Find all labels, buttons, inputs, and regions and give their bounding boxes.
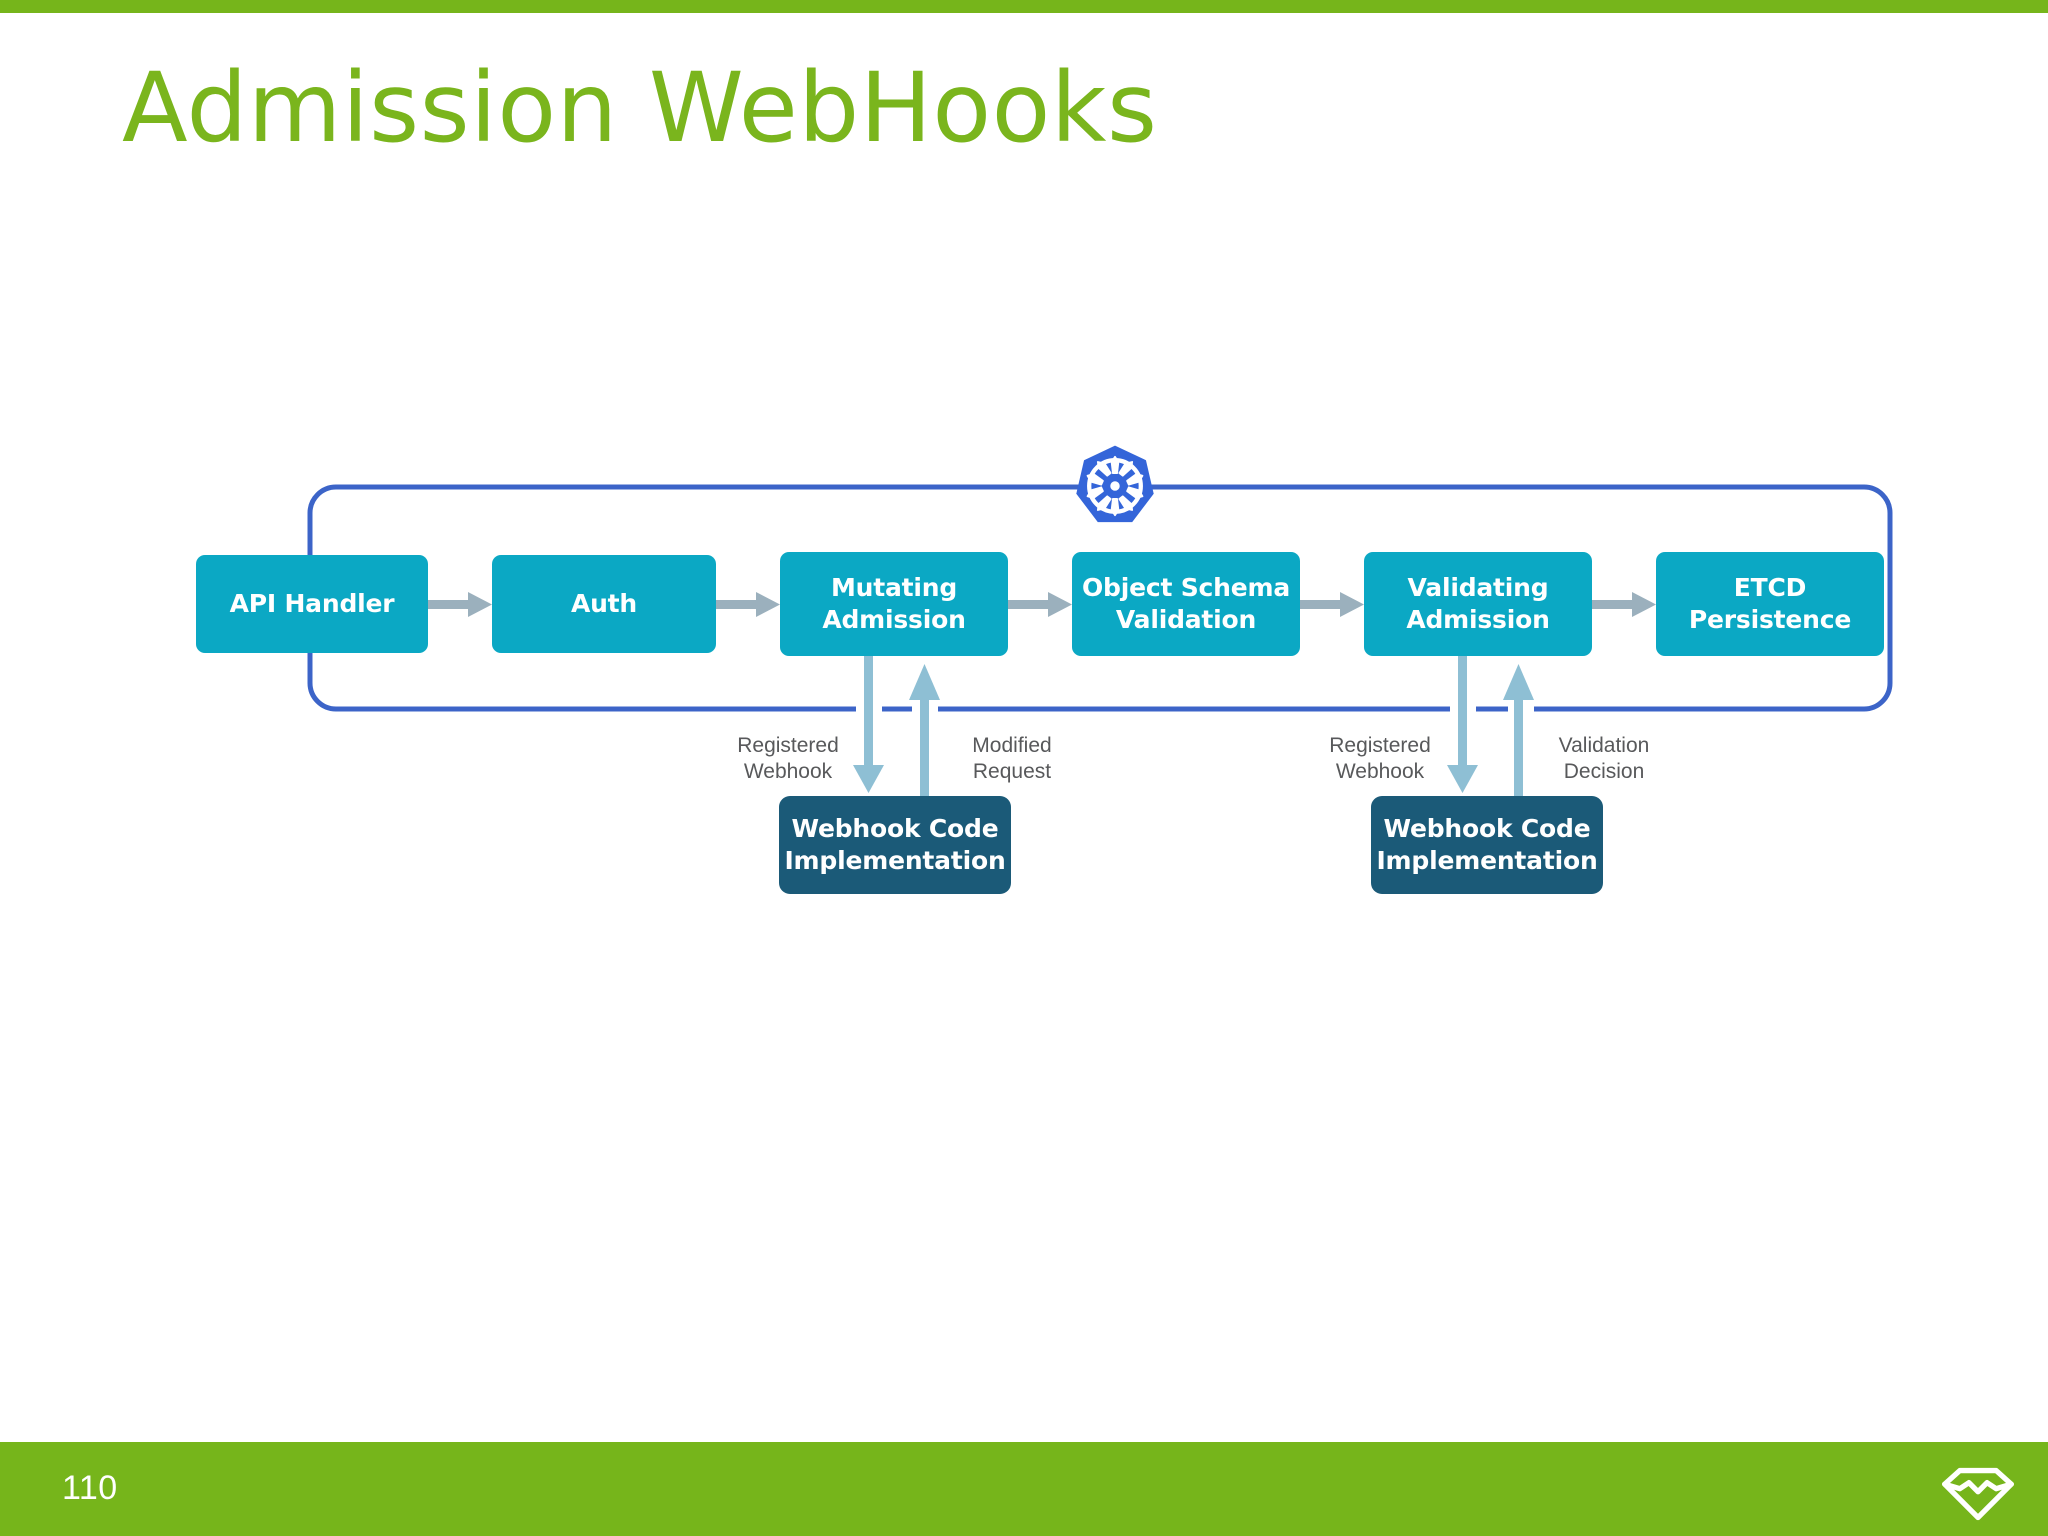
kubernetes-helm-icon bbox=[1076, 445, 1154, 523]
loop-gap-mask-2 bbox=[912, 700, 938, 720]
bottom-accent-bar bbox=[0, 1442, 2048, 1536]
process-box-object-schema-validation[interactable]: Object Schema Validation bbox=[1072, 552, 1300, 656]
annotation-registered-webhook-validating: Registered Webhook bbox=[1329, 734, 1431, 783]
process-box-label: API Handler bbox=[229, 589, 395, 618]
loop-gap-mask-4 bbox=[1508, 700, 1534, 720]
process-box-label: ETCD Persistence bbox=[1688, 573, 1852, 634]
annotation-registered-webhook-mutating: Registered Webhook bbox=[737, 734, 839, 783]
process-box-etcd-persistence[interactable]: ETCD Persistence bbox=[1656, 552, 1884, 656]
annotation-modified-request: Modified Request bbox=[972, 734, 1052, 783]
process-box-validating-admission[interactable]: Validating Admission bbox=[1364, 552, 1592, 656]
top-accent-bar bbox=[0, 0, 2048, 13]
page-title: Admission WebHooks bbox=[122, 52, 1158, 164]
validating-webhook-arrows bbox=[1447, 653, 1534, 805]
loop-gap-mask-1 bbox=[856, 700, 882, 720]
loop-gap-mask-3 bbox=[1450, 700, 1476, 720]
process-box-mutating-admission[interactable]: Mutating Admission bbox=[780, 552, 1008, 656]
webhook-box-mutating[interactable]: Webhook Code Implementation bbox=[779, 796, 1011, 894]
process-box-auth[interactable]: Auth bbox=[492, 555, 716, 653]
process-box-api-handler[interactable]: API Handler bbox=[196, 555, 428, 653]
webhook-box-validating[interactable]: Webhook Code Implementation bbox=[1371, 796, 1603, 894]
process-box-label: Auth bbox=[570, 589, 638, 618]
request-loop-path bbox=[307, 484, 1893, 712]
process-box-label: Mutating Admission bbox=[822, 573, 966, 634]
page-number: 110 bbox=[62, 1469, 118, 1507]
mutating-webhook-arrows bbox=[853, 653, 940, 805]
process-box-label: Validating Admission bbox=[1406, 573, 1550, 634]
webhook-box-label: Webhook Code Implementation bbox=[784, 814, 1006, 875]
process-box-label: Object Schema Validation bbox=[1081, 573, 1291, 634]
webhook-box-label: Webhook Code Implementation bbox=[1376, 814, 1598, 875]
annotation-validation-decision: Validation Decision bbox=[1558, 734, 1650, 783]
diamond-gem-icon bbox=[1942, 1467, 2014, 1521]
flow-arrows bbox=[428, 592, 1656, 617]
